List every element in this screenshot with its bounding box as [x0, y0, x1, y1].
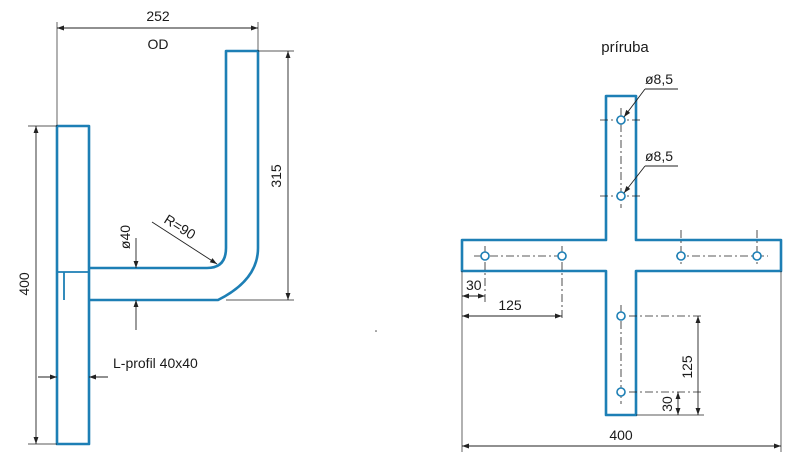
- flange-holes: [480, 115, 762, 397]
- stray-dot: [375, 330, 377, 332]
- hole-leader-top: [623, 88, 646, 118]
- hole-bottom-2: [616, 387, 626, 397]
- hole-spacing-v-label: 125: [679, 355, 695, 379]
- flange-drawing: príruba ø8,5 ø8,: [460, 39, 783, 452]
- total-width-label: 400: [609, 427, 633, 443]
- hole-top-1: [616, 115, 626, 125]
- profile-label: L-profil 40x40: [113, 355, 198, 371]
- hole-label-top: ø8,5: [645, 71, 673, 87]
- hole-label-second: ø8,5: [645, 148, 673, 164]
- height-dimension-label: 400: [16, 272, 32, 296]
- l-profile-post: [55, 124, 91, 446]
- od-label: OD: [148, 36, 169, 52]
- bracket-drawing: 252 OD 400 315 ø40 R=90 L-profil 40x40: [16, 8, 294, 446]
- flange-outline: [460, 94, 783, 417]
- edge-offset-v-label: 30: [659, 396, 675, 412]
- bent-tube: [89, 49, 260, 302]
- hole-spacing-h-label: 125: [498, 297, 522, 313]
- hole-bottom-1: [616, 311, 626, 321]
- hole-right-2: [752, 251, 762, 261]
- hole-right-1: [676, 251, 686, 261]
- width-dimension-label: 252: [146, 8, 170, 24]
- radius-label: R=90: [161, 211, 198, 243]
- hole-left-2: [557, 251, 567, 261]
- hole-left-1: [480, 251, 490, 261]
- arm-height-dimension-label: 315: [268, 164, 284, 188]
- hole-top-2: [616, 191, 626, 201]
- edge-offset-h-label: 30: [466, 277, 482, 293]
- hole-leader-second: [623, 165, 646, 194]
- l-profile-inner-edge: [57, 271, 89, 300]
- tube-diameter-label: ø40: [117, 225, 133, 249]
- flange-title: príruba: [601, 39, 649, 56]
- radius-leader: [151, 221, 218, 265]
